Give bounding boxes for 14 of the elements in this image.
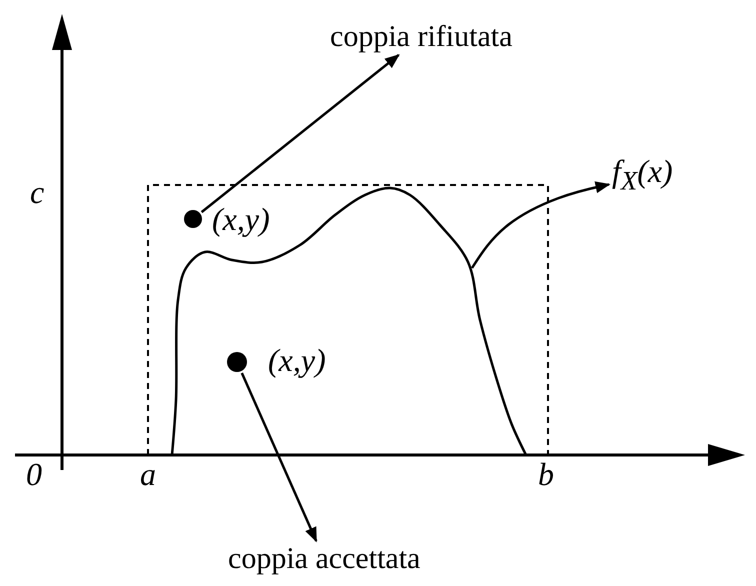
- point-dot: [184, 210, 202, 228]
- point-dot: [227, 352, 247, 372]
- axis-label: c: [30, 176, 44, 208]
- axis-label: 0: [26, 458, 42, 490]
- point-label: (x,y): [212, 203, 270, 235]
- arrow: [200, 54, 400, 214]
- arrow: [240, 372, 318, 542]
- text-label: f$_{X}$(x): [612, 155, 673, 194]
- axis-label: b: [538, 458, 554, 490]
- text-label: coppia rifiutata: [330, 22, 512, 52]
- axis-label: a: [140, 458, 156, 490]
- text-label: coppia accettata: [228, 544, 420, 574]
- point-label: (x,y): [268, 344, 326, 376]
- arrow: [470, 181, 610, 269]
